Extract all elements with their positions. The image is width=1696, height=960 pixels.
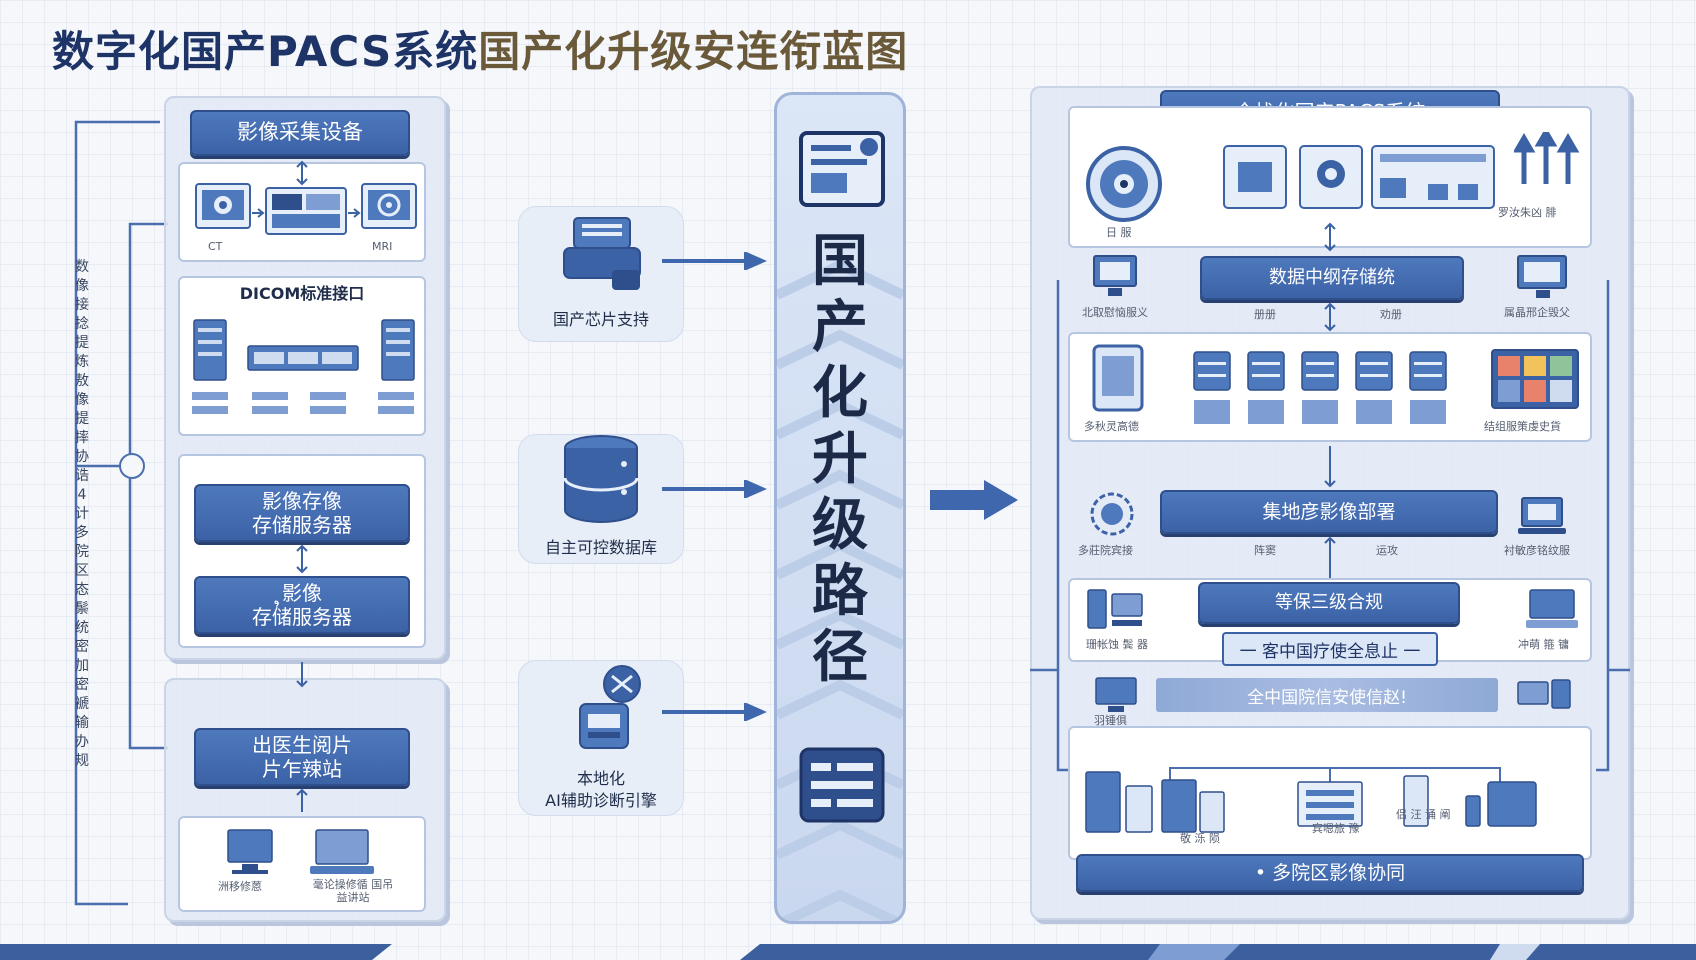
- row2-mid-label-1: 册册: [1254, 308, 1276, 321]
- multi-campus-collaboration-button[interactable]: • 多院区影像协同: [1076, 854, 1584, 892]
- monitor-server-icon: [1526, 589, 1578, 628]
- tablet-icon: [1092, 344, 1144, 412]
- terminal-label-1: 洲移修蒽: [218, 880, 262, 893]
- multi-campus-devices-box: 敬 泺 陨 宾嗯旅 豫 侣 汪 诵 阐: [1068, 726, 1592, 860]
- row6-left-label: 羽锤俱: [1094, 714, 1127, 727]
- terminal-label-2: 毫论操修循 国吊益讲站: [312, 878, 394, 904]
- dicom-interface-label: DICOM标准接口: [239, 284, 365, 303]
- arrow-up-icon: [296, 788, 308, 812]
- devices-icon: [1517, 679, 1571, 709]
- top-right-label: 罗汝朱凶 腓: [1498, 206, 1557, 219]
- arrow-right-icon: [662, 252, 767, 270]
- monitor-icon: [1517, 255, 1567, 298]
- path-char-2: 产: [812, 295, 868, 360]
- location-target-icon: [1090, 492, 1134, 536]
- row2-mid-label-2: 劝册: [1380, 308, 1402, 321]
- row3-left-label: 多秋灵高德: [1084, 420, 1139, 433]
- row2-right-label: 属晶邢企毁父: [1504, 306, 1570, 319]
- path-characters: 国 产 化 升 级 路 径: [777, 229, 903, 691]
- printer-chip-icon: [563, 217, 641, 290]
- computer-monitors-icon: [227, 829, 374, 874]
- bottom-decorative-band: [0, 944, 1696, 960]
- row5-left-label: 珊帐蚀 鬓 器: [1086, 638, 1148, 651]
- top-left-label: 日 服: [1106, 226, 1132, 239]
- dicom-interface-box: DICOM标准接口: [178, 276, 426, 436]
- path-char-6: 路: [812, 559, 868, 624]
- terminals-box: 洲移修蒽 毫论操修循 国吊益讲站: [178, 816, 426, 912]
- right-connector-lines: [1030, 280, 1630, 772]
- database-label: 自主可控数据库: [544, 538, 657, 557]
- path-char-3: 化: [812, 361, 868, 426]
- local-deployment-button[interactable]: 集地彦影像部署: [1160, 490, 1498, 534]
- bottom-label-a: 敬 泺 陨: [1180, 832, 1220, 845]
- row4-left-label: 多莊院宾接: [1078, 544, 1133, 557]
- left-bracket-lines: [74, 120, 168, 906]
- vertical-arrow-icon: [1324, 302, 1336, 332]
- arrow-right-icon: [662, 703, 767, 721]
- small-monitor-icon: [1095, 677, 1137, 712]
- medical-security-standard-banner: 一 客中国疗使全息止 一: [1222, 632, 1438, 666]
- laptop-icon: [1518, 497, 1566, 534]
- arrow-right-icon: [348, 208, 361, 218]
- row5-right-label: 冲萌 箍 镛: [1518, 638, 1569, 651]
- arrow-right-icon: [662, 480, 767, 498]
- national-hospital-security-bar: 全中国院信安使信赵!: [1156, 678, 1498, 712]
- acquisition-devices-button[interactable]: 影像采集设备: [190, 110, 410, 156]
- arrow-right-icon: [252, 208, 265, 218]
- vertical-arrow-icon: [1324, 222, 1336, 252]
- vertical-arrow-icon: [296, 544, 308, 574]
- monitor-icon: [1093, 255, 1137, 296]
- radar-dial-icon: [1086, 146, 1162, 222]
- vertical-arrow-icon: [296, 160, 308, 186]
- storage-server-button-2[interactable]: ຸ影像 存储服务器: [194, 576, 410, 634]
- data-center-storage-button[interactable]: 数据中纲存储统: [1200, 256, 1464, 300]
- console-icon: [265, 187, 347, 235]
- mri-scanner-icon: [361, 183, 417, 229]
- arrow-down-icon: [1324, 446, 1336, 488]
- left-side-caption: 数像接捻提炼 敖像提摔协诰 4计 多院区态鬃统密加密褫输办规: [75, 259, 89, 769]
- chevron-pattern: [777, 259, 903, 921]
- workstation-pc-icon: [1087, 589, 1143, 629]
- database-icon: [563, 435, 639, 523]
- dashboard-screens-icon: [1223, 145, 1495, 209]
- row3-right-label: 结组服策虔史貨: [1484, 420, 1561, 433]
- arrow-down-icon: [296, 662, 308, 688]
- path-char-1: 国: [812, 229, 868, 294]
- path-char-5: 级: [812, 493, 868, 558]
- arrow-up-icon: [1324, 536, 1336, 578]
- row4-mid-label-2: 运攻: [1376, 544, 1398, 557]
- ct-label: CT: [208, 240, 223, 253]
- row2-left-label: 北取慰恼服义: [1082, 306, 1148, 319]
- bottom-label-b: 宾嗯旅 豫: [1312, 822, 1360, 835]
- storage-cluster-box: 多秋灵高德 结组服策虔史貨: [1068, 332, 1592, 442]
- row4-right-label: 衬敏彦铭纹服: [1504, 544, 1570, 557]
- server-cluster-icon: [1193, 351, 1447, 424]
- ai-engine-icon: [579, 665, 641, 749]
- storage-server-button-1[interactable]: 影像存像 存储服务器: [194, 484, 410, 542]
- color-grid-display-icon: [1491, 349, 1579, 409]
- row4-mid-label-1: 阵窦: [1254, 544, 1276, 557]
- server-rack-icons: [192, 319, 415, 414]
- document-monitor-icon: [799, 131, 885, 207]
- mri-label: MRI: [372, 240, 393, 253]
- localization-path-column: 国 产 化 升 级 路 径: [774, 92, 906, 924]
- title-main: 数字化国产PACS系统: [52, 27, 479, 76]
- top-modules-box: 日 服 罗汝朱凶 腓: [1068, 106, 1592, 248]
- ai-engine-label: 本地化 AI辅助诊断引擎: [545, 769, 657, 810]
- ct-scanner-icon: [195, 183, 251, 229]
- big-arrow-right-icon: [930, 480, 1018, 520]
- growth-arrows-icon: [1514, 132, 1580, 184]
- title-sub: 国产化升级安连衔蓝图: [478, 27, 909, 76]
- reading-workstation-button[interactable]: 出医生阅片 片乍辣站: [194, 728, 410, 786]
- checklist-icon: [799, 747, 885, 823]
- bottom-label-c: 侣 汪 诵 阐: [1396, 808, 1451, 821]
- level3-compliance-button[interactable]: 等保三级合规: [1198, 582, 1460, 624]
- multi-campus-devices-icon: [1085, 767, 1537, 833]
- page-title: 数字化国产PACS系统国产化升级安连衔蓝图: [52, 18, 908, 79]
- path-char-4: 升: [812, 427, 868, 492]
- domestic-chip-label: 国产芯片支持: [552, 310, 649, 329]
- path-char-7: 径: [812, 625, 868, 690]
